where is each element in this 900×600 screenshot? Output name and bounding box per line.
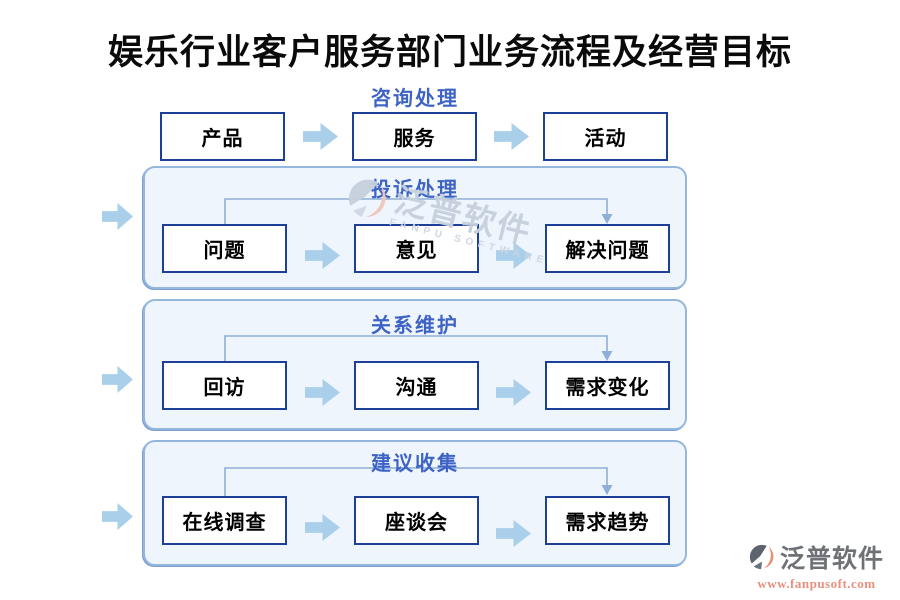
step-box: 意见: [354, 224, 479, 273]
step-label: 回访: [203, 377, 246, 399]
step-label: 解决问题: [565, 240, 650, 262]
step-label: 产品: [201, 128, 244, 150]
arrow-right-icon: [305, 379, 340, 406]
section-header-consultation: 咨询处理: [371, 88, 459, 110]
arrow-right-icon: [496, 520, 531, 547]
page-title: 娱乐行业客户服务部门业务流程及经营目标: [107, 33, 792, 72]
step-box: 解决问题: [545, 224, 670, 273]
footer-brand: 泛普软件: [779, 545, 884, 573]
section-header-complaint: 投诉处理: [371, 179, 459, 201]
arrow-right-icon: [303, 123, 338, 150]
step-label: 服务: [393, 128, 436, 150]
step-box: 在线调查: [162, 496, 287, 545]
step-label: 问题: [203, 240, 246, 262]
footer-url: www.fanpusoft.com: [757, 576, 876, 591]
step-label: 需求变化: [565, 377, 650, 399]
section-header-relationship: 关系维护: [371, 315, 459, 337]
step-label: 需求趋势: [565, 512, 650, 534]
step-label: 座谈会: [385, 512, 448, 534]
step-label: 意见: [395, 240, 438, 262]
arrow-right-icon: [494, 123, 529, 150]
arrow-right-icon: [102, 366, 133, 393]
arrow-right-icon: [102, 203, 133, 230]
arrow-right-icon: [305, 514, 340, 541]
arrow-right-icon: [496, 379, 531, 406]
step-box: 活动: [543, 112, 668, 161]
step-label: 沟通: [395, 377, 438, 399]
step-box: 需求变化: [545, 361, 670, 410]
fanpu-logo-icon: [749, 544, 774, 570]
step-label: 活动: [584, 128, 627, 150]
arrow-right-icon: [102, 503, 133, 530]
section-header-suggestion: 建议收集: [371, 453, 459, 475]
step-box: 服务: [352, 112, 477, 161]
step-box: 沟通: [354, 361, 479, 410]
step-box: 回访: [162, 361, 287, 410]
step-box: 需求趋势: [545, 496, 670, 545]
step-box: 问题: [162, 224, 287, 273]
section-panel-relationship: 关系维护 回访 沟通 需求变化: [143, 299, 687, 430]
arrow-right-icon: [305, 242, 340, 269]
step-box: 座谈会: [354, 496, 479, 545]
footer-logo: 泛普软件 www.fanpusoft.com: [749, 539, 884, 592]
step-box: 产品: [160, 112, 285, 161]
step-label: 在线调查: [182, 512, 267, 534]
section-panel-suggestion: 建议收集 在线调查 座谈会 需求趋势: [143, 440, 687, 566]
